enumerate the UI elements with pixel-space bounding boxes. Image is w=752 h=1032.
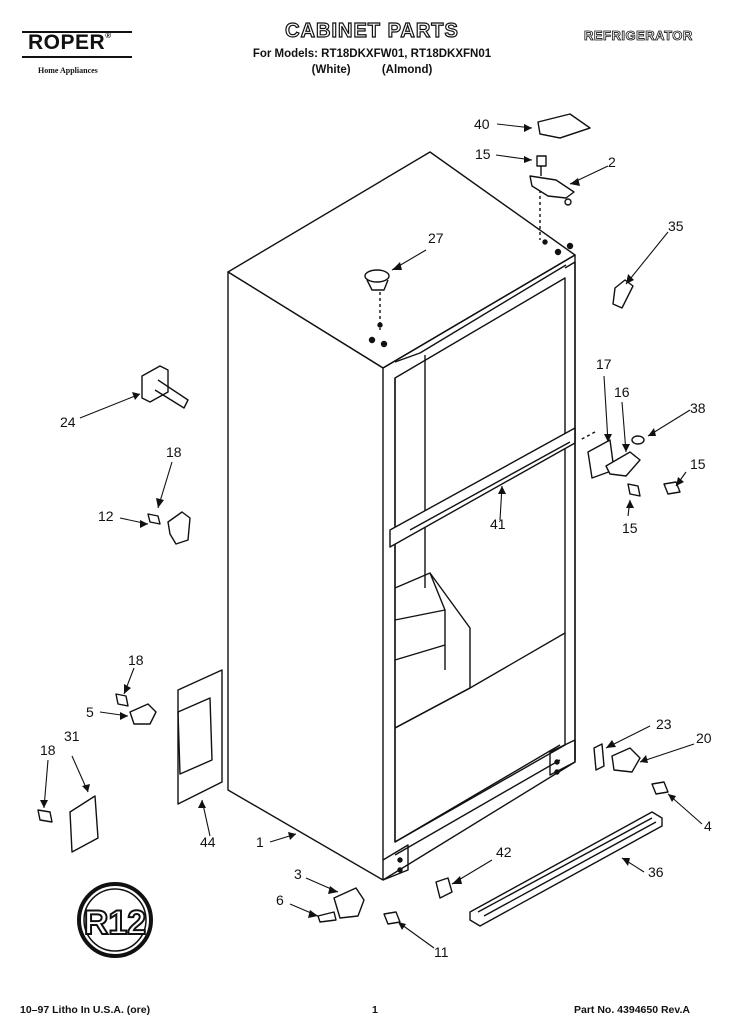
callout-12: 12 <box>98 508 114 524</box>
part-31-cover <box>69 795 99 853</box>
footer-litho: 10–97 Litho In U.S.A. (ore) <box>20 1004 151 1016</box>
callout-11: 11 <box>434 944 449 960</box>
part-3-roller-bracket <box>333 887 365 919</box>
appliance-category: REFRIGERATOR <box>584 28 693 44</box>
part-15-screw-right <box>663 481 681 495</box>
part-44-panel <box>177 669 223 805</box>
callout-4: 4 <box>704 818 712 834</box>
callout-42: 42 <box>496 844 512 860</box>
part-24-fitting <box>141 365 169 403</box>
part-6-screw <box>317 911 337 923</box>
part-11-screw <box>383 911 401 925</box>
callout-44: 44 <box>200 834 216 850</box>
r12-logo-text: R12 <box>84 904 146 942</box>
callout-36: 36 <box>648 864 664 880</box>
brand-logo: ROPER® <box>28 31 112 54</box>
page-title: CABINET PARTS <box>285 19 459 42</box>
color-almond: (Almond) <box>381 64 433 76</box>
callout-3: 3 <box>294 866 302 882</box>
callout-40: 40 <box>474 116 490 132</box>
footer-page-number: 1 <box>372 1004 378 1016</box>
callout-16: 16 <box>614 384 630 400</box>
part-4-screw <box>651 781 669 795</box>
part-36-toe-grille <box>469 811 663 927</box>
callout-17: 17 <box>596 356 612 372</box>
part-27-plug <box>364 269 390 283</box>
brand-subtitle: Home Appliances <box>38 66 98 75</box>
part-35-plug <box>612 279 634 309</box>
callout-41: 41 <box>490 516 506 532</box>
part-16-center-hinge <box>605 451 641 477</box>
part-12-hinge <box>167 511 191 545</box>
callout-31: 31 <box>64 728 80 744</box>
callout-24: 24 <box>60 414 76 430</box>
part-18-screw <box>147 513 161 525</box>
callout-18-cover: 18 <box>40 742 56 758</box>
callout-18-hinge: 18 <box>128 652 144 668</box>
colors-line: (White) (Almond) <box>232 64 512 76</box>
part-15-screw <box>536 155 547 167</box>
part-23-spacer <box>593 743 605 771</box>
callout-15-right: 15 <box>690 456 706 472</box>
callout-15-lower: 15 <box>622 520 638 536</box>
part-18-screw-cover <box>37 809 53 823</box>
callout-6: 6 <box>276 892 284 908</box>
callout-20: 20 <box>696 730 712 746</box>
callout-15-top: 15 <box>475 146 491 162</box>
brand-logo-frame <box>22 30 134 58</box>
callout-1: 1 <box>256 834 264 850</box>
part-5-bottom-hinge <box>129 703 157 725</box>
callout-23: 23 <box>656 716 672 732</box>
models-line: For Models: RT18DKXFW01, RT18DKXFN01 <box>252 48 492 60</box>
part-38-washer <box>631 435 645 445</box>
part-18-screw-lower <box>115 693 129 707</box>
callout-27: 27 <box>428 230 444 246</box>
callout-2: 2 <box>608 154 616 170</box>
callout-35: 35 <box>668 218 684 234</box>
part-2-top-hinge <box>529 175 575 199</box>
part-20-bottom-hinge-right <box>611 747 641 773</box>
divider-bar <box>389 427 576 548</box>
part-15-screw-lower <box>627 483 641 497</box>
footer-part-number: Part No. 4394650 Rev.A <box>574 1004 690 1016</box>
cabinet-side <box>227 271 384 881</box>
part-42-clip <box>435 877 453 899</box>
callout-18-upper: 18 <box>166 444 182 460</box>
color-white: (White) <box>311 64 351 76</box>
callout-38: 38 <box>690 400 706 416</box>
r12-refrigerant-logo: R12 <box>77 882 153 958</box>
part-40-hinge-cover <box>537 113 591 139</box>
callout-5: 5 <box>86 704 94 720</box>
